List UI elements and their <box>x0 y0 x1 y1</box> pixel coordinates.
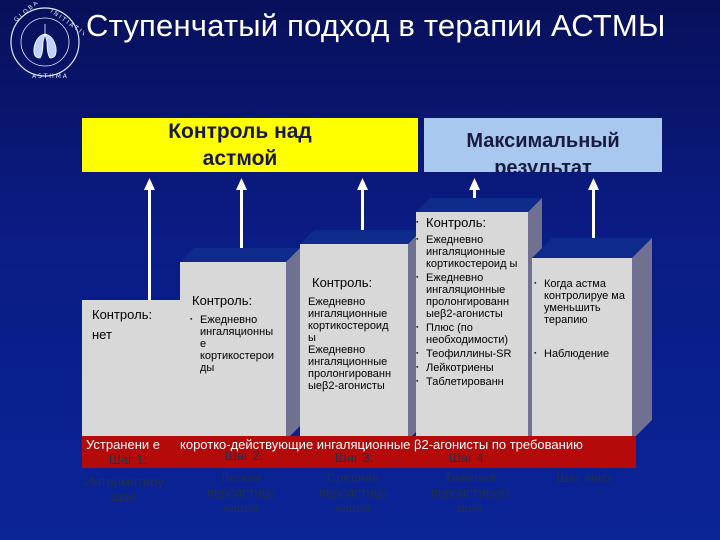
svg-text:A S T H M A: A S T H M A <box>32 73 68 80</box>
col4-bullet-4: Теофиллины-SR <box>416 348 526 360</box>
col3-line-8: ыеβ2-агонисты <box>308 380 385 392</box>
banner-asthma-control: Контроль над астмой <box>82 118 418 172</box>
banner-right-line2: результат <box>494 157 592 172</box>
step1-label: Шаг 1: <box>108 452 148 467</box>
col1-text: нет <box>92 327 112 342</box>
col3-line-5: Ежедневно <box>308 344 366 356</box>
col3-line-3: кортикостероид <box>308 320 389 332</box>
step1-description: Интермитиру щая <box>84 474 164 504</box>
col1-header: Контроль: <box>92 307 153 322</box>
step-down-label: Шаг вниз <box>556 470 612 485</box>
col3-line-2: ингаляционные <box>308 308 388 320</box>
col4-bullet-5: Лейкотриены <box>416 362 526 374</box>
col4-bullet-3: Плюс (по необходимости) <box>416 322 526 346</box>
col5-bullet-2: Наблюдение <box>534 348 630 360</box>
step4-label: Шаг 4: <box>448 450 488 465</box>
col5-list: Когда астма контролируе ма уменьшить тер… <box>534 278 630 360</box>
col4-header: Контроль: <box>416 216 526 231</box>
col3-line-4: ы <box>308 332 316 344</box>
step4-description: Тяжелая персистирую щая <box>430 470 510 515</box>
col4-bullet-6: Таблетированн <box>416 376 526 388</box>
banner-right-line1: Максимальный <box>466 130 620 152</box>
col2-header: Контроль: <box>192 293 253 308</box>
banner-left-line1: Контроль над <box>168 120 312 143</box>
col5-bullet-1: Когда астма контролируе ма уменьшить тер… <box>534 278 630 326</box>
col4-bullet-1: Ежедневно ингаляционные кортикостероид ы <box>416 234 526 270</box>
col3-line-1: Ежедневно <box>308 296 366 308</box>
red-bar <box>82 436 636 468</box>
col4-list: Контроль: Ежедневно ингаляционные кортик… <box>416 216 526 389</box>
col2-bullets: Ежедневно ингаляционны е кортикостерои д… <box>190 314 282 374</box>
col3-header: Контроль: <box>312 275 373 290</box>
col2-bullet-1: Ежедневно ингаляционны е кортикостерои д… <box>190 314 282 374</box>
step3-label: Шаг 3: <box>334 450 374 465</box>
col3-text: Ежедневно ингаляционные кортикостероид ы… <box>308 296 406 392</box>
bar-text: коротко-действующие ингаляционные β2-аго… <box>180 437 583 452</box>
step3-description: Средняя персистиру ющая <box>318 470 388 515</box>
banner-max-result: Максимальный результат <box>424 118 662 172</box>
slide-title: Ступенчатый подход в терапии АСТМЫ <box>86 8 666 43</box>
col4-bullet-2: Ежедневно ингаляционные пролонгированн ы… <box>416 272 526 320</box>
step2-description: Легкая персистиру ющая <box>206 470 276 515</box>
gina-logo: G L O B A L I N I T I A T I V E A S T H … <box>10 2 84 80</box>
col3-line-7: пролонгированн <box>308 368 392 380</box>
banner-left-line2: астмой <box>202 147 278 170</box>
step2-label: Шаг 2: <box>224 448 264 463</box>
col3-line-6: ингаляционные <box>308 356 388 368</box>
bar-left-label: Устранени е <box>86 437 160 452</box>
